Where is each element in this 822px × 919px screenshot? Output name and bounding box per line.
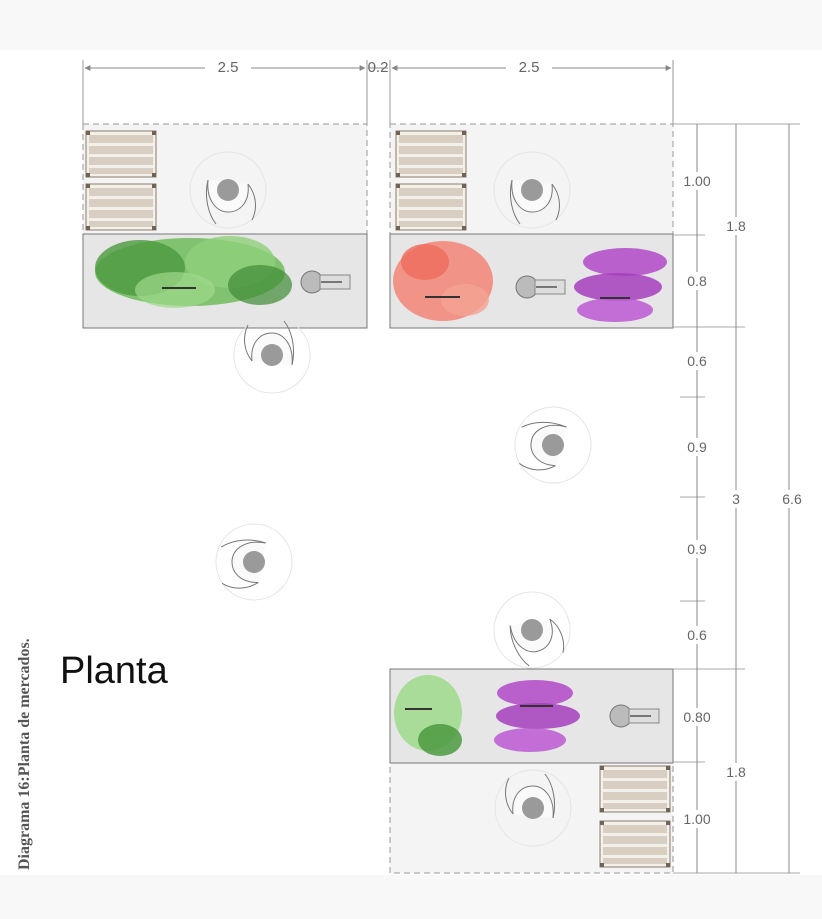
dim-stall-top: 1.8 [726, 218, 746, 234]
crate [395, 183, 467, 231]
plan-title: Planta [60, 650, 168, 692]
top-dimension-line: 2.5 0.2 2.5 [82, 58, 674, 125]
walking-person [508, 400, 598, 490]
top-band [0, 0, 822, 50]
dim-top-left: 2.5 [218, 59, 239, 76]
dim-stall-bottom: 1.8 [726, 764, 746, 780]
stall-bottom-right [389, 668, 674, 874]
bottom-band [0, 875, 822, 919]
grapes [574, 248, 667, 322]
dim-right-8: 1.00 [683, 811, 710, 827]
leafy-greens [394, 675, 462, 756]
dim-total: 6.6 [782, 491, 802, 507]
tomatoes [393, 241, 493, 321]
crate [599, 820, 671, 868]
right-dimension-lines: 1.00 0.8 0.6 0.9 0.9 0.6 0.80 1.00 1.8 3… [673, 123, 808, 874]
leafy-greens [95, 236, 292, 308]
crate [395, 130, 467, 178]
dim-top-gap: 0.2 [368, 59, 389, 76]
dim-right-2: 0.8 [687, 273, 707, 289]
dim-right-7: 0.80 [683, 709, 710, 725]
crate [85, 130, 157, 178]
diagram-caption: Diagrama 16:Planta de mercados. [16, 638, 33, 870]
dim-aisle: 3 [732, 491, 740, 507]
crate [599, 765, 671, 813]
crate [85, 183, 157, 231]
stall-top-right [389, 123, 674, 329]
walking-person [212, 520, 296, 604]
dim-top-right: 2.5 [519, 59, 540, 76]
grapes [494, 680, 580, 752]
dim-right-1: 1.00 [683, 173, 710, 189]
stall-top-left [82, 123, 368, 329]
dim-right-6: 0.6 [687, 627, 707, 643]
dim-right-4: 0.9 [687, 439, 707, 455]
dim-right-3: 0.6 [687, 353, 707, 369]
walking-person [484, 582, 580, 678]
dim-right-5: 0.9 [687, 541, 707, 557]
